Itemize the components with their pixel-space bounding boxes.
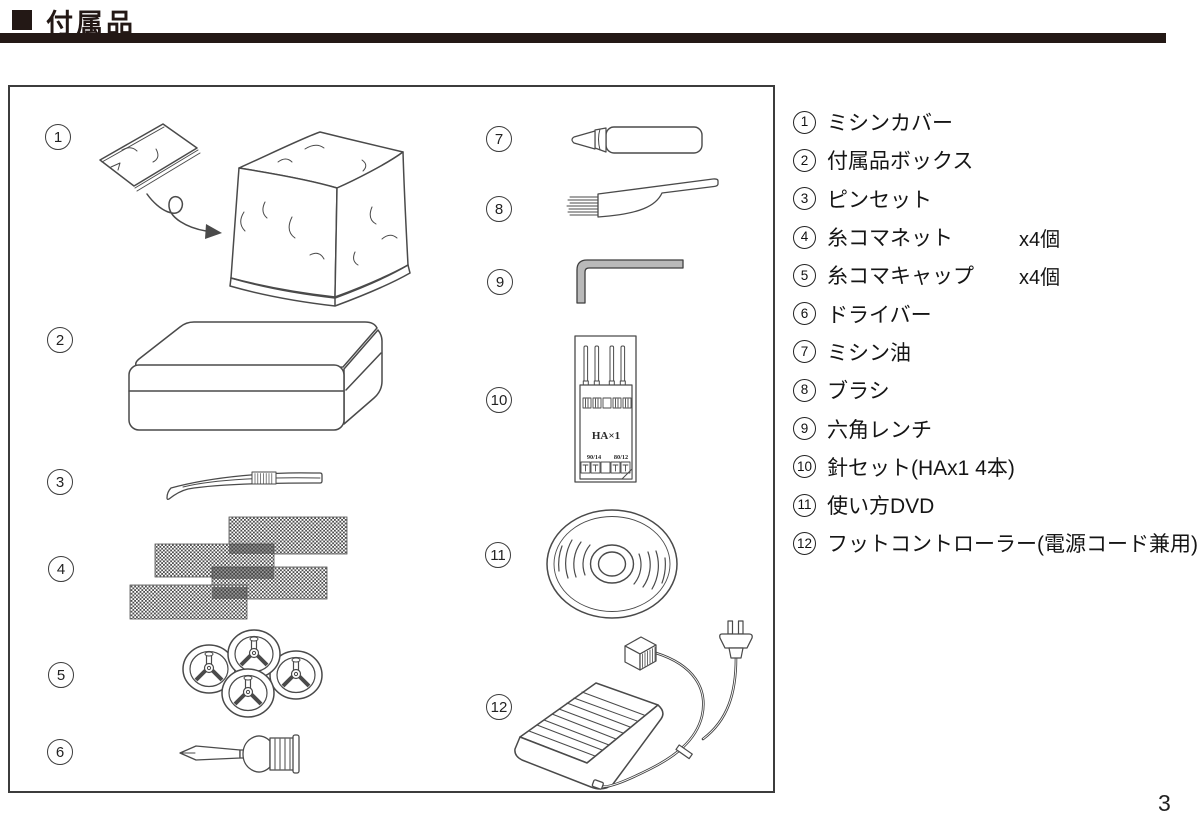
item-label: 使い方DVD [827,495,935,519]
figure-oil-tube [571,126,703,154]
power-plug [719,620,753,659]
item-label: ピンセット [827,188,932,212]
list-item-brush: 8 ブラシ [793,371,1200,409]
figure-needle-set: HA×1 90/14 80/12 [574,335,637,483]
accessories-panel: HA×1 90/14 80/12 [8,85,775,793]
item-label: 糸コマキャップ [827,265,974,289]
item-label: ミシンカバー [827,112,953,136]
figure-foot-controller [514,620,753,790]
figure-accessory-box [128,321,383,431]
figure-dvd [546,509,678,619]
item-label: ブラシ [827,380,890,404]
item-number: 8 [793,378,816,402]
item-label: ドライバー [827,303,932,327]
item-label: フットコントローラー(電源コード兼用) [827,533,1198,557]
figure-number-5: 5 [48,662,74,688]
item-label: 糸コマネット [827,227,953,251]
item-number: 5 [793,263,816,287]
list-item-machine-oil: 7 ミシン油 [793,333,1200,371]
figure-number-7: 7 [486,126,512,152]
figure-screwdriver [179,734,300,774]
figure-number-10: 10 [486,387,512,413]
header-square-marker [12,10,32,30]
page-number: 3 [1158,790,1171,816]
figure-spool-nets [129,516,348,620]
figure-number-4: 4 [48,556,74,582]
figure-brush [566,178,719,218]
list-item-spool-net: 4 糸コマネット x4個 [793,218,1200,256]
item-number: 4 [793,225,816,249]
list-item-needle-set: 10 針セット(HAx1 4本) [793,448,1200,486]
figure-number-8: 8 [486,196,512,222]
item-number: 10 [793,455,816,479]
list-item-accessory-box: 2 付属品ボックス [793,141,1200,179]
item-number: 1 [793,110,816,134]
list-item-tweezers: 3 ピンセット [793,180,1200,218]
figure-machine-cover [99,123,411,307]
list-item-spool-cap: 5 糸コマキャップ x4個 [793,256,1200,294]
figure-tweezers [166,471,323,500]
item-number: 9 [793,417,816,441]
needle-size-left-label: 90/14 [587,454,602,461]
item-label: 六角レンチ [827,418,932,442]
accessories-illustrations: HA×1 90/14 80/12 [99,123,753,790]
list-item-foot-controller: 12 フットコントローラー(電源コード兼用) [793,524,1200,562]
item-label: ミシン油 [827,341,911,365]
item-qty: x4個 [1019,266,1061,289]
figure-number-9: 9 [487,269,513,295]
figure-number-11: 11 [485,542,511,568]
item-qty: x4個 [1019,228,1061,251]
item-label: 付属品ボックス [827,150,974,174]
list-item-screwdriver: 6 ドライバー [793,294,1200,332]
list-item-hex-wrench: 9 六角レンチ [793,409,1200,447]
item-number: 12 [793,531,816,555]
item-number: 7 [793,340,816,364]
item-number: 2 [793,148,816,172]
figure-number-6: 6 [47,739,73,765]
figure-number-3: 3 [47,469,73,495]
figure-number-1: 1 [45,124,71,150]
needle-size-right-label: 80/12 [614,454,628,461]
figure-number-2: 2 [47,327,73,353]
item-label: 針セット(HAx1 4本) [827,456,1015,480]
header-rule-bar [0,33,1166,43]
item-number: 3 [793,187,816,211]
figure-number-12: 12 [486,694,512,720]
figure-spool-caps [182,629,323,718]
item-number: 6 [793,302,816,326]
item-number: 11 [793,493,816,517]
list-item-dvd: 11 使い方DVD [793,486,1200,524]
needle-pack-model-label: HA×1 [592,430,620,442]
list-item-machine-cover: 1 ミシンカバー [793,103,1200,141]
figure-hex-wrench [576,259,684,304]
accessories-list: 1 ミシンカバー 2 付属品ボックス 3 ピンセット 4 糸コマネット x4個 … [793,103,1200,563]
